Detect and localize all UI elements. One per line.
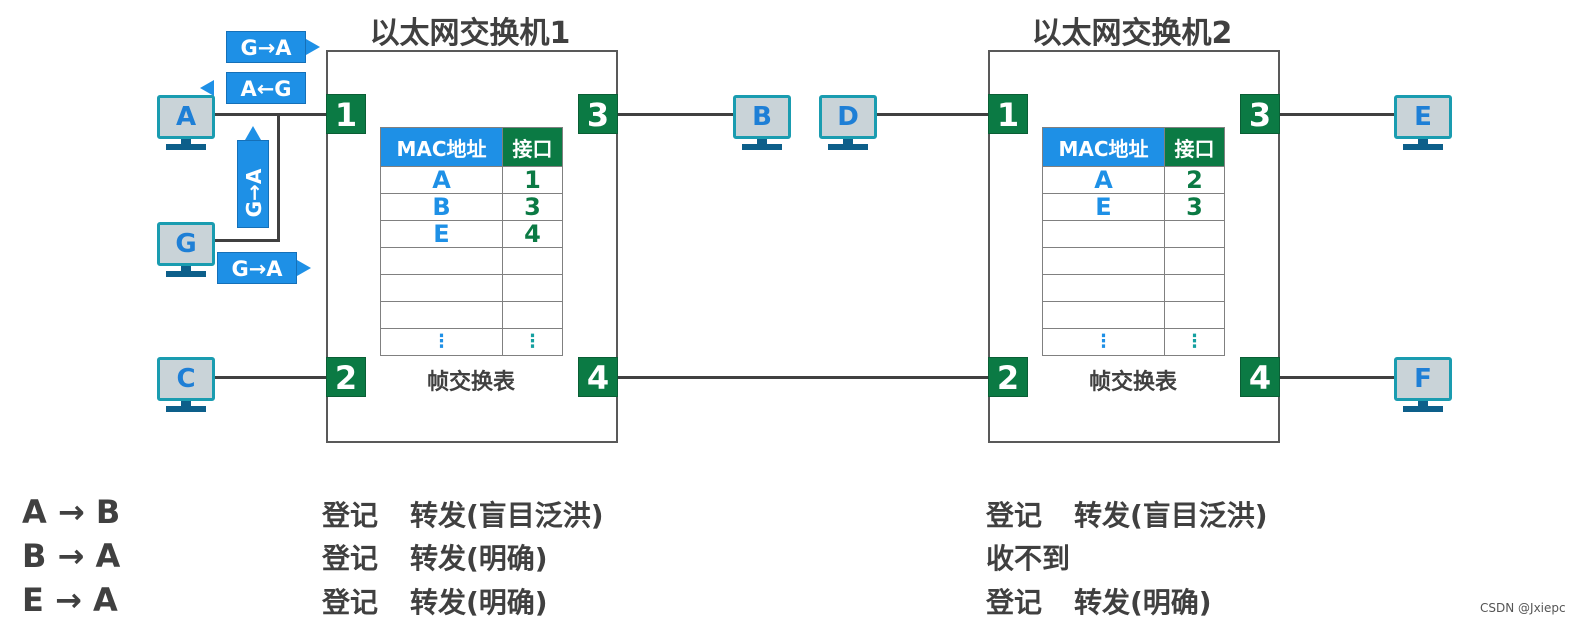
- table-cell: [1164, 301, 1225, 329]
- flow3-sw1-forward: 转发(明确): [410, 586, 548, 619]
- host-g: G: [157, 222, 215, 278]
- arrow-left-icon: [200, 80, 214, 96]
- link-d-sw2p1: [872, 113, 990, 116]
- host-g-label: G: [157, 222, 215, 266]
- table-cell: [380, 274, 503, 302]
- link-c-sw1p2: [210, 376, 328, 379]
- host-f: F: [1394, 357, 1452, 413]
- host-b-label: B: [733, 95, 791, 139]
- flow-label-1: A → B: [22, 493, 121, 531]
- switch1-title: 以太网交换机1: [369, 16, 571, 51]
- flow3-sw1-register: 登记: [322, 586, 379, 619]
- flow-label-2: B → A: [22, 537, 121, 575]
- frame-tag-top-in: A←G: [226, 72, 306, 104]
- table-cell: [1042, 301, 1165, 329]
- frame-tag-vertical-label: G→A: [242, 168, 266, 218]
- host-e: E: [1394, 95, 1452, 151]
- link-g-vertical: [277, 113, 280, 241]
- table-cell: [1164, 247, 1225, 275]
- table-cell-ellipsis: ⋮: [380, 328, 503, 356]
- arrow-up-icon: [245, 126, 261, 140]
- table-cell: A: [380, 166, 503, 194]
- host-a-label: A: [157, 95, 215, 139]
- sw1-table-caption: 帧交换表: [426, 370, 515, 395]
- host-a: A: [157, 95, 215, 151]
- link-sw2p4-f: [1278, 376, 1396, 379]
- table-cell: [1164, 274, 1225, 302]
- host-b: B: [733, 95, 791, 151]
- frame-tag-top-out: G→A: [226, 31, 306, 63]
- link-sw1p4-sw2p2: [616, 376, 990, 379]
- table-cell: E: [380, 220, 503, 248]
- flow1-sw2-register: 登记: [986, 499, 1043, 532]
- sw1-port-3: 3: [578, 94, 618, 134]
- frame-tag-vertical: G→A: [237, 140, 269, 228]
- sw1-port-4: 4: [578, 357, 618, 397]
- sw2-port-1: 1: [988, 94, 1028, 134]
- flow-label-3: E → A: [22, 581, 118, 619]
- table-header-port: 接口: [1164, 127, 1225, 167]
- sw1-port-2: 2: [326, 357, 366, 397]
- table-cell: [1042, 220, 1165, 248]
- table-cell: [502, 274, 563, 302]
- table-cell: [1164, 220, 1225, 248]
- link-g-horizontal: [210, 239, 280, 242]
- table-cell: 3: [1164, 193, 1225, 221]
- table-cell: [1042, 247, 1165, 275]
- table-header-port: 接口: [502, 127, 563, 167]
- table-cell: [380, 301, 503, 329]
- table-cell: E: [1042, 193, 1165, 221]
- table-cell-ellipsis: ⋮: [502, 328, 563, 356]
- table-cell: [502, 247, 563, 275]
- sw2-port-4: 4: [1240, 357, 1280, 397]
- table-cell: [1042, 274, 1165, 302]
- flow2-sw1-register: 登记: [322, 542, 379, 575]
- flow1-sw1-forward: 转发(盲目泛洪): [410, 499, 604, 532]
- table-cell: [380, 247, 503, 275]
- host-d: D: [819, 95, 877, 151]
- host-c: C: [157, 357, 215, 413]
- flow1-sw2-forward: 转发(盲目泛洪): [1074, 499, 1268, 532]
- flow1-sw1-register: 登记: [322, 499, 379, 532]
- host-c-label: C: [157, 357, 215, 401]
- table-cell: 1: [502, 166, 563, 194]
- host-e-label: E: [1394, 95, 1452, 139]
- table-cell-ellipsis: ⋮: [1042, 328, 1165, 356]
- switch2-title: 以太网交换机2: [1031, 16, 1233, 51]
- table-cell: [502, 301, 563, 329]
- arrow-right-icon: [297, 260, 311, 276]
- table-cell-ellipsis: ⋮: [1164, 328, 1225, 356]
- flow2-sw2-not-received: 收不到: [986, 542, 1071, 575]
- flow3-sw2-register: 登记: [986, 586, 1043, 619]
- table-cell: B: [380, 193, 503, 221]
- table-cell: 4: [502, 220, 563, 248]
- watermark: CSDN @Jxiepc: [1480, 601, 1566, 615]
- flow3-sw2-forward: 转发(明确): [1074, 586, 1212, 619]
- flow2-sw1-forward: 转发(明确): [410, 542, 548, 575]
- sw2-port-2: 2: [988, 357, 1028, 397]
- frame-tag-bottom: G→A: [217, 252, 297, 284]
- arrow-right-icon: [306, 39, 320, 55]
- host-d-label: D: [819, 95, 877, 139]
- link-sw2p3-e: [1278, 113, 1396, 116]
- sw2-table-caption: 帧交换表: [1088, 370, 1177, 395]
- table-header-mac: MAC地址: [380, 127, 503, 167]
- table-header-mac: MAC地址: [1042, 127, 1165, 167]
- sw1-port-1: 1: [326, 94, 366, 134]
- table-cell: 2: [1164, 166, 1225, 194]
- sw2-port-3: 3: [1240, 94, 1280, 134]
- link-sw1p3-b: [616, 113, 734, 116]
- table-cell: 3: [502, 193, 563, 221]
- link-a-sw1p1: [210, 113, 328, 116]
- host-f-label: F: [1394, 357, 1452, 401]
- table-cell: A: [1042, 166, 1165, 194]
